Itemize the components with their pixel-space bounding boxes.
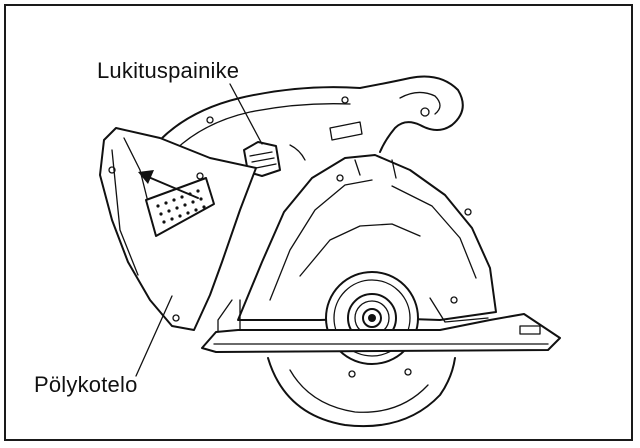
lock-button-leader (229, 83, 263, 145)
slide-arrow (145, 175, 199, 199)
dust-case-leader (135, 295, 173, 377)
slide-arrow-head (138, 170, 154, 184)
saw-blade (267, 357, 456, 428)
blade-guard (237, 154, 497, 321)
saw-handle (159, 75, 464, 161)
dust-case (99, 127, 257, 331)
dust-case-label: Pölykotelo (34, 372, 138, 397)
base-plate (201, 297, 561, 353)
lock-button-label: Lukituspainike (97, 58, 240, 83)
